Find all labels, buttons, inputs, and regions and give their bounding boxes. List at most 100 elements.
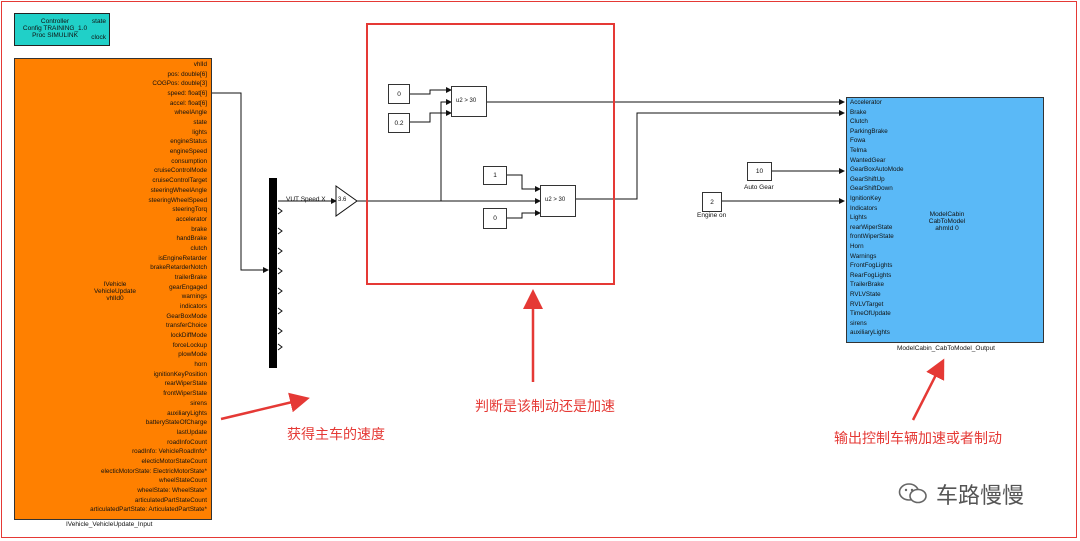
output-port-label: Lights	[850, 214, 867, 222]
output-port-label: rearWiperState	[850, 223, 893, 231]
input-port-label: lights	[192, 128, 207, 136]
output-port-label: WantedGear	[850, 156, 886, 164]
input-port-label: articulatedPartState: ArticulatedPartSta…	[90, 506, 207, 514]
auto-gear-label: Auto Gear	[744, 184, 774, 191]
input-port-label: vhlId	[193, 61, 207, 68]
input-port-label: trailerBrake	[174, 273, 207, 281]
input-port-label: sirens	[190, 399, 207, 407]
annotation-middle: 判断是该制动还是加速	[475, 398, 615, 414]
input-port-label: ignitionKeyPosition	[153, 370, 207, 378]
input-port-label: pos: double[6]	[167, 70, 207, 78]
input-port-label: steeringWheelSpeed	[148, 196, 207, 204]
input-port-label: electicMotorState: ElectricMotorState*	[100, 467, 207, 475]
constant-block[interactable]: 0.2	[388, 113, 410, 133]
cab-to-model-output-block[interactable]: ModelCabin CabToModel ahmId 0 Accelerato…	[846, 97, 1044, 343]
output-port-label: RVLVTarget	[850, 300, 884, 308]
input-port-label: cruiseControlTarget	[152, 177, 207, 185]
input-port-label: GearBoxMode	[166, 312, 207, 320]
input-port-label: consumption	[171, 157, 207, 165]
mux-bar[interactable]	[269, 178, 277, 368]
input-block-title: IVehicle	[103, 281, 127, 288]
output-port-label: IgnitionKey	[850, 195, 882, 202]
output-port-label: Indicators	[850, 204, 878, 212]
wechat-icon	[898, 482, 928, 506]
input-port-label: electicMotorStateCount	[141, 457, 207, 465]
annotation-right: 输出控制车辆加速或者制动	[834, 430, 1002, 446]
engine-on-label: Engine on	[697, 212, 727, 219]
output-port-label: auxiliaryLights	[850, 329, 890, 337]
input-port-label: handBrake	[176, 235, 207, 243]
wire-const-a	[410, 87, 452, 95]
input-port-label: roadInfoCount	[167, 438, 207, 446]
input-port-label: frontWiperState	[163, 390, 207, 398]
switch-block-brake[interactable]: u2 > 30	[540, 185, 576, 217]
input-port-label: lastUpdate	[176, 428, 207, 436]
signal-label: VUT Speed X	[286, 196, 326, 203]
input-port-label: lockDiffMode	[170, 332, 207, 340]
output-block-title: CabToModel	[928, 218, 966, 225]
input-port-label: accel: float[6]	[169, 99, 207, 107]
output-port-label: FrontFogLights	[850, 262, 893, 270]
input-port-label: wheelState: WheelState*	[137, 486, 207, 494]
input-port-label: steeringTorq	[172, 206, 207, 214]
input-port-label: accelerator	[175, 215, 207, 223]
gain-value: 3.6	[338, 197, 347, 203]
gain-triangle	[335, 185, 358, 217]
controller-block[interactable]: Controller Config TRAINING_1.0 Proc SIMU…	[14, 13, 110, 46]
constant-block[interactable]: 0	[483, 208, 507, 229]
input-port-label: rearWiperState	[164, 380, 207, 388]
input-port-label: gearEngaged	[169, 283, 207, 291]
controller-line: Config TRAINING_1.0	[22, 25, 88, 32]
vehicle-update-input-block[interactable]: IVehicle VehicleUpdate vhlId0 vhlId pos: …	[14, 58, 212, 520]
output-port-label: TrailerBrake	[850, 281, 885, 289]
input-port-label: speed: float[6]	[167, 90, 207, 98]
output-port-label: Fowa	[850, 137, 866, 145]
wire-brake	[576, 110, 845, 200]
output-block-title: ModelCabin	[929, 211, 965, 218]
output-port-label: Horn	[850, 243, 864, 250]
watermark: 车路慢慢	[898, 478, 1024, 510]
input-port-label: plowMode	[178, 351, 207, 359]
output-port-label: frontWiperState	[850, 233, 894, 241]
input-port-label: brake	[191, 225, 207, 233]
engine-on-constant[interactable]: 2	[702, 192, 722, 212]
input-block-title: vhlId0	[106, 295, 124, 302]
input-port-label: wheelStateCount	[159, 477, 207, 485]
input-block-title: VehicleUpdate	[94, 288, 136, 295]
wire-const-b	[410, 110, 452, 123]
wire-branch-to-switch-a	[440, 99, 452, 201]
wire-const-c	[507, 174, 541, 192]
input-port-label: COGPos: double[3]	[152, 80, 207, 88]
output-block-caption: ModelCabin_CabToModel_Output	[897, 345, 995, 352]
output-port-label: sirens	[850, 319, 867, 327]
output-port-label: ParkingBrake	[850, 127, 888, 135]
wire-const-d	[507, 210, 541, 219]
input-port-label: cruiseControlMode	[154, 167, 207, 175]
input-port-label: isEngineRetarder	[158, 254, 207, 262]
input-port-label: roadInfo: VehicleRoadInfo*	[132, 448, 207, 456]
controller-port: clock	[91, 34, 106, 41]
controller-line: Proc SIMULINK	[32, 32, 78, 39]
output-port-label: Accelerator	[850, 99, 882, 106]
input-port-label: clutch	[190, 244, 207, 252]
output-port-label: Telma	[850, 147, 867, 154]
annotation-left: 获得主车的速度	[287, 426, 385, 442]
constant-block[interactable]: 0	[388, 84, 410, 104]
input-port-label: articulatedPartStateCount	[134, 496, 207, 504]
input-port-label: steeringWheelAngle	[150, 186, 207, 194]
wire-speed-to-mux	[212, 92, 269, 273]
switch-threshold-label: u2 > 30	[545, 197, 566, 203]
auto-gear-constant[interactable]: 10	[747, 162, 772, 181]
output-port-label: GearShiftUp	[850, 175, 885, 183]
switch-block-accelerator[interactable]: u2 > 30	[451, 86, 487, 117]
switch-threshold-label: u2 > 30	[456, 98, 477, 104]
output-port-label: Clutch	[850, 118, 868, 126]
output-port-label: TimeOfUpdate	[850, 310, 891, 318]
decision-highlight-box	[366, 23, 615, 285]
input-port-label: engineStatus	[170, 138, 207, 146]
input-port-label: state	[193, 119, 207, 127]
constant-block[interactable]: 1	[483, 166, 507, 185]
output-port-label: GearBoxAutoMode	[850, 166, 904, 174]
output-port-label: RearFogLights	[850, 271, 892, 279]
